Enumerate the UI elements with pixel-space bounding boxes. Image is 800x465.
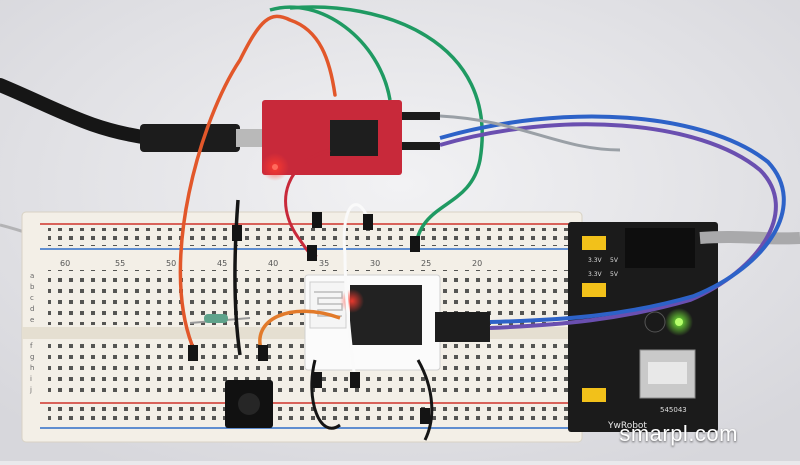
col-number-25: 25 [421,259,431,268]
resistor [189,314,251,324]
orange-wire-short [258,309,341,353]
row-letter-i: i [30,375,32,383]
col-number-55: 55 [115,259,125,268]
jumper-head [363,214,373,230]
pwr-label-3v3-top: 3.3V [588,257,603,264]
usb-serial-adapter [261,100,440,181]
jumper-head [232,225,242,241]
pwr-label-3v3-bottom: 3.3V [588,271,603,278]
pwr-label-5v-bottom: 5V [610,271,619,278]
black-wire-3 [416,359,434,441]
pwr-module-brand: YwRobot [607,421,647,431]
watermark: smarpl.com [619,421,738,446]
blue-purple-cable [439,122,778,330]
row-letter-j: j [29,386,32,394]
usb-cable [0,78,157,145]
power-supply-module: 3.3V 5V 3.3V 5V 545043 YwRobot [568,222,718,432]
green-wire [269,5,392,101]
jumper-head [410,236,420,252]
pwr-label-5v-top: 5V [610,257,619,264]
row-letter-c: c [30,294,34,302]
col-number-50: 50 [166,259,176,268]
jumper-head [312,212,322,228]
white-wire [342,203,372,381]
pwr-module-model: 545043 [660,406,687,414]
row-letter-d: d [30,305,34,313]
row-letter-f: f [30,342,33,350]
usb-plug-tip [236,129,262,147]
row-letter-e: e [30,316,34,324]
jumper-head [420,408,430,424]
col-number-35: 35 [319,259,329,268]
black-wire-1 [233,199,242,356]
row-letter-b: b [30,283,35,291]
jumper-head [258,345,268,361]
col-number-30: 30 [370,259,380,268]
jumper-head [312,372,322,388]
dc-power-cable [699,231,800,245]
col-number-40: 40 [268,259,278,268]
row-letter-h: h [30,364,34,372]
grey-jumper [439,114,621,152]
jumper-head [307,245,317,261]
col-number-20: 20 [472,259,482,268]
wifi-module-adapter [304,274,490,371]
blue-cable [439,114,786,324]
col-number-45: 45 [217,259,227,268]
row-letter-g: g [30,353,34,361]
usb-plug [140,124,240,152]
jumper-head [350,372,360,388]
col-number-60: 60 [60,259,70,268]
push-button [225,380,273,428]
green-wire-long [289,5,484,251]
jumper-head [188,345,198,361]
row-letter-a: a [30,272,34,280]
orange-wire [178,14,337,347]
